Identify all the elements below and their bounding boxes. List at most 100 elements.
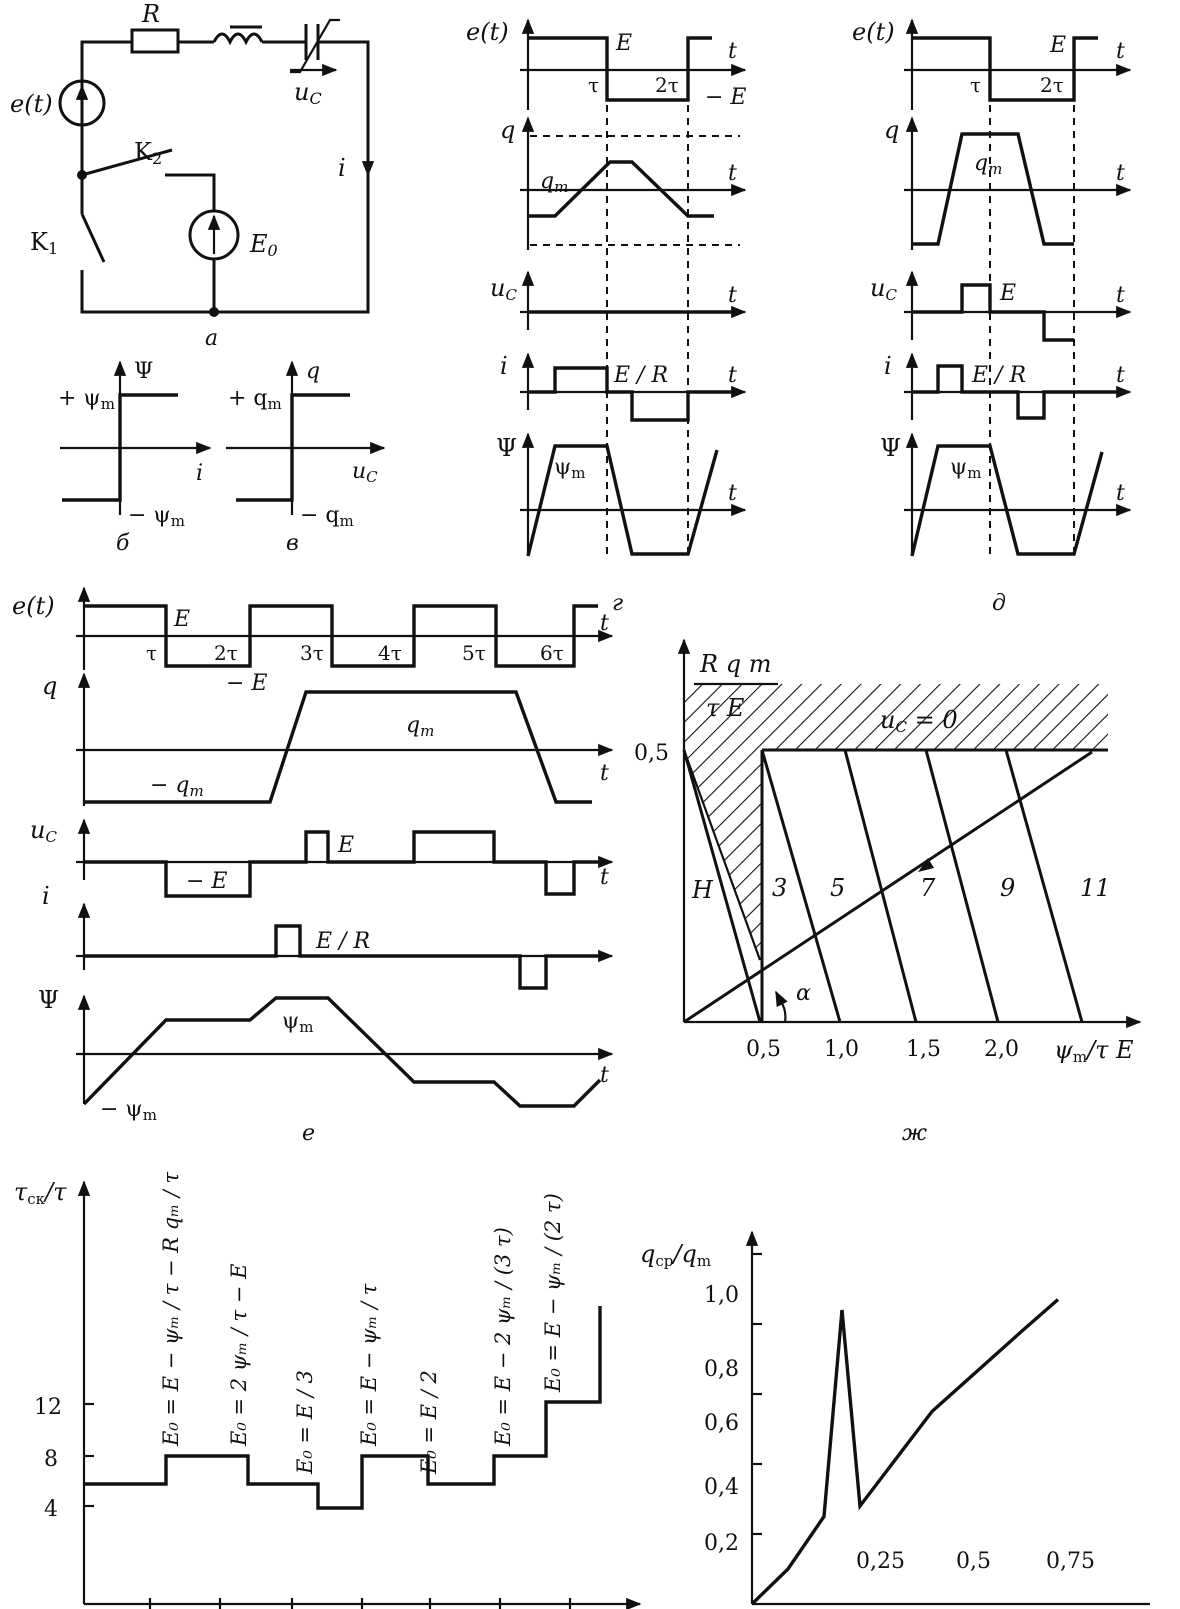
- e-psim: ψm: [282, 1009, 314, 1036]
- qcp-xtick-0.5: 0,5: [956, 1549, 991, 1574]
- g-uc: uC: [490, 274, 517, 304]
- d-psi: Ψ: [880, 434, 901, 462]
- qcp-xtick-0.25: 0,25: [856, 1549, 905, 1574]
- tau-staircase-chart: τск/τ 12 8 4 E₀ = E − ψₘ / τ − R qₘ / τ …: [14, 1171, 642, 1609]
- qcp-ytick-1.0: 1,0: [704, 1283, 739, 1308]
- caption-a: а: [205, 326, 218, 351]
- x-ticks: [148, 1598, 572, 1609]
- tau-formula-7: E₀ = E − ψₘ / (2 τ): [541, 1193, 565, 1393]
- source-label: e(t): [10, 90, 53, 118]
- zh-region-H: H: [691, 876, 714, 904]
- g-E: E: [615, 31, 632, 56]
- tau-ytick-12: 12: [34, 1395, 62, 1420]
- e-minusE: − E: [226, 671, 268, 696]
- e-tick-5: 5τ: [462, 641, 486, 665]
- d-uc: uC: [870, 274, 897, 304]
- d-E: E: [1049, 33, 1066, 58]
- d-ER: E / R: [971, 363, 1026, 388]
- qcp-xtick-0.75: 0,75: [1046, 1549, 1095, 1574]
- zh-region-3: 3: [772, 874, 787, 902]
- zh-xtick-2: 1,0: [824, 1037, 859, 1062]
- qcp-ytick-0.8: 0,8: [704, 1357, 739, 1382]
- e-E: E: [173, 607, 190, 632]
- tau-ylabel: τск/τ: [14, 1178, 67, 1208]
- k2-label: K2: [134, 138, 162, 168]
- caption-zh: ж: [902, 1121, 927, 1146]
- minus-qm: − qm: [300, 503, 354, 530]
- zh-xtick-1: 0,5: [746, 1037, 781, 1062]
- e-tick-3: 3τ: [300, 641, 324, 665]
- e-ER: E / R: [315, 929, 370, 954]
- zh-region-5: 5: [830, 874, 845, 902]
- g-psi: Ψ: [496, 434, 517, 462]
- zh-xtick-3: 1,5: [906, 1037, 941, 1062]
- zh-region-7: 7: [920, 874, 936, 902]
- g-t3: t: [728, 283, 737, 308]
- caption-g: г: [612, 591, 623, 616]
- uc-label: uC: [294, 78, 322, 108]
- qcp-ytick-0.6: 0,6: [704, 1411, 739, 1436]
- timing-diagram-e: e(t) E t τ 2τ 3τ 4τ 5τ 6τ − E q qm − qm …: [12, 586, 614, 1146]
- zh-xtick-4: 2,0: [984, 1037, 1019, 1062]
- timing-diagram-g: e(t) E t τ 2τ − E q qm t uC t i E / R t …: [466, 18, 747, 616]
- tau-formula-5: E₀ = E / 2: [417, 1370, 441, 1475]
- g-t5: t: [728, 481, 737, 506]
- e-qm: qm: [406, 713, 434, 740]
- d-i: i: [884, 352, 892, 380]
- g-i: i: [500, 352, 508, 380]
- g-minusE: − E: [705, 85, 747, 110]
- zh-region-11: 11: [1080, 874, 1111, 902]
- e-tick-4: 4τ: [378, 641, 402, 665]
- d-e-label: e(t): [852, 18, 895, 46]
- current-label: i: [338, 154, 346, 182]
- tau-ytick-4: 4: [44, 1497, 58, 1522]
- timing-diagram-d: e(t) E t τ 2τ q qm t uC E t i E / R t Ψ …: [852, 18, 1132, 616]
- qcp-chart: qср/qm 1,0 0,8 0,6 0,4 0,2 0,25 0,5 0,75: [640, 1230, 1150, 1606]
- uc-axis-label: uC: [352, 459, 378, 486]
- tau-formula-4: E₀ = E − ψₘ / τ: [357, 1283, 381, 1447]
- g-qm: qm: [540, 169, 568, 196]
- g-t1: t: [728, 39, 737, 64]
- e-uc: uC: [30, 816, 57, 846]
- q-characteristic: q uC + qm − qm в: [226, 359, 386, 556]
- tau-ytick-8: 8: [44, 1447, 58, 1472]
- resistor-label: R: [141, 0, 160, 28]
- g-t2: t: [728, 161, 737, 186]
- d-2tau: 2τ: [1040, 73, 1064, 97]
- g-psim: ψm: [554, 455, 586, 482]
- qcp-ytick-0.2: 0,2: [704, 1531, 739, 1556]
- i-axis-label: i: [196, 461, 203, 486]
- e-uc-minusE: − E: [186, 869, 228, 894]
- e-uc-E: E: [337, 833, 354, 858]
- resistor: [130, 28, 180, 54]
- capacitor-nonlinear-mark: [290, 18, 340, 74]
- e-t2: t: [600, 761, 609, 786]
- qcp-ylabel: qср/qm: [640, 1240, 711, 1270]
- zh-ytick: 0,5: [634, 741, 669, 766]
- plus-psim: + ψm: [58, 386, 115, 413]
- tau-formula-6: E₀ = E − 2 ψₘ / (3 τ): [491, 1227, 515, 1447]
- zh-ylabel-num: R q m: [699, 650, 771, 678]
- e-t4: t: [600, 1063, 609, 1088]
- d-t1: t: [1116, 39, 1125, 64]
- caption-e: е: [302, 1121, 315, 1146]
- d-t2: t: [1116, 161, 1125, 186]
- e-minus-qm: − qm: [150, 773, 204, 800]
- e-t1: t: [600, 611, 609, 636]
- e-tick-2: 2τ: [214, 641, 238, 665]
- d-t5: t: [1116, 481, 1125, 506]
- zh-uc-zero: uC = 0: [880, 706, 958, 736]
- e-i: i: [42, 882, 50, 910]
- e-t3: t: [600, 865, 609, 890]
- d-qm: qm: [974, 151, 1002, 178]
- e-minus-psim: − ψm: [100, 1097, 157, 1124]
- e-tick-1: τ: [146, 641, 157, 665]
- plus-qm: + qm: [228, 386, 282, 413]
- d-t4: t: [1116, 363, 1125, 388]
- g-2tau: 2τ: [655, 73, 679, 97]
- zh-xlabel: ψm/τ E: [1054, 1036, 1134, 1066]
- e-e-label: e(t): [12, 592, 55, 620]
- switch-k1: [80, 213, 106, 263]
- zh-region-9: 9: [1000, 874, 1015, 902]
